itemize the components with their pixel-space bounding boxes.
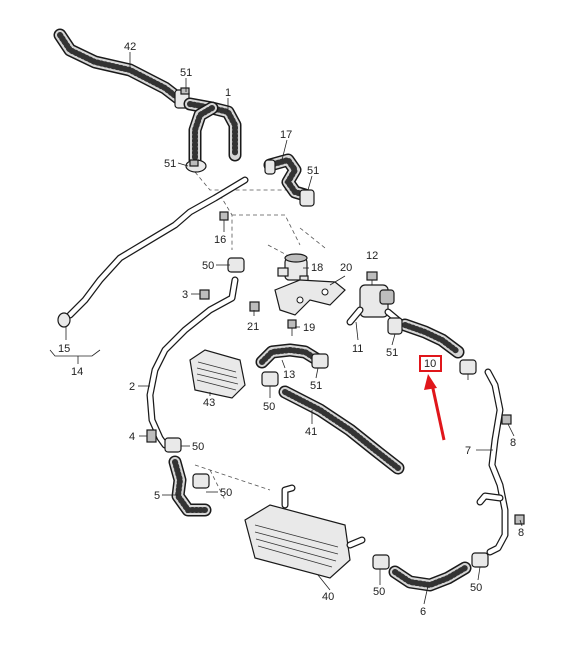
callout-labels: 42 51 1 17 51 51 16 50 18 20 12 3 21 19 … xyxy=(58,41,524,618)
callout-51: 51 xyxy=(310,380,322,392)
callout-5: 5 xyxy=(154,490,160,502)
callout-50: 50 xyxy=(470,582,482,594)
assembly-dash-lines xyxy=(194,171,326,501)
bolt-8-a xyxy=(501,414,512,425)
callout-11: 11 xyxy=(352,343,363,355)
hose-42 xyxy=(53,28,185,105)
callout-51: 51 xyxy=(164,158,176,170)
callout-51: 51 xyxy=(386,347,398,359)
pipe-2 xyxy=(146,276,239,449)
callout-10-highlight: 10 xyxy=(419,355,446,441)
hose-41 xyxy=(278,385,405,475)
callout-43: 43 xyxy=(203,397,215,409)
bolt-21 xyxy=(249,301,260,312)
hose-6 xyxy=(388,561,472,592)
bolt-4 xyxy=(146,429,157,443)
hose-13 xyxy=(255,343,325,369)
callout-10: 10 xyxy=(424,358,436,370)
cooler-40 xyxy=(244,484,366,579)
bolt-3 xyxy=(199,289,210,300)
callout-8: 8 xyxy=(510,437,516,449)
clamp-50-b xyxy=(164,437,182,453)
hose-10 xyxy=(398,318,465,359)
callout-19: 19 xyxy=(303,322,315,334)
callout-21: 21 xyxy=(247,321,259,333)
callout-16: 16 xyxy=(214,234,226,246)
callout-51: 51 xyxy=(307,165,319,177)
pipe-7 xyxy=(476,368,509,556)
bolt-8-b xyxy=(514,514,525,525)
clamp-51-c xyxy=(264,159,315,207)
clamp-51-d xyxy=(311,353,329,369)
y-hose-1 xyxy=(183,97,242,167)
clamp-50-d xyxy=(261,371,279,387)
red-arrow-shaft xyxy=(430,383,446,441)
callout-1: 1 xyxy=(225,87,231,99)
bolt-19 xyxy=(287,319,297,336)
callout-50: 50 xyxy=(373,586,385,598)
callout-40: 40 xyxy=(322,591,334,603)
callout-3: 3 xyxy=(182,289,188,301)
callout-6: 6 xyxy=(420,606,426,618)
clamp-50-c xyxy=(192,473,210,489)
callout-18: 18 xyxy=(311,262,323,274)
highlight-box xyxy=(419,355,442,372)
callout-14: 14 xyxy=(71,366,83,378)
clamp-50-f xyxy=(471,552,489,568)
leader-lines xyxy=(49,52,523,605)
clamp-51-b xyxy=(185,159,207,173)
heat-exchanger-43 xyxy=(189,349,246,399)
callout-7: 7 xyxy=(465,445,471,457)
clamp-50-g xyxy=(372,554,390,570)
callout-41: 41 xyxy=(305,426,317,438)
valve-11 xyxy=(346,284,404,326)
callout-2: 2 xyxy=(129,381,135,393)
callout-13: 13 xyxy=(283,369,295,381)
callout-50: 50 xyxy=(263,401,275,413)
callout-4: 4 xyxy=(129,431,135,443)
callout-42: 42 xyxy=(124,41,136,53)
callout-20: 20 xyxy=(340,262,352,274)
bracket-20 xyxy=(274,279,346,316)
callout-50: 50 xyxy=(202,260,214,272)
clamp-50-e xyxy=(459,359,477,375)
callout-50: 50 xyxy=(220,487,232,499)
clamp-50-a xyxy=(227,257,245,273)
red-arrow-head xyxy=(424,374,437,390)
callout-8: 8 xyxy=(518,527,524,539)
callout-15: 15 xyxy=(58,343,70,355)
hose-17 xyxy=(263,153,312,202)
hose-5 xyxy=(168,455,212,517)
callout-17: 17 xyxy=(280,129,292,141)
callout-50: 50 xyxy=(192,441,204,453)
callout-51: 51 xyxy=(180,67,192,79)
callout-12: 12 xyxy=(366,250,378,262)
pipe-14 xyxy=(66,176,249,319)
bolt-16 xyxy=(219,211,229,232)
clamp-51-e xyxy=(387,317,403,335)
o-ring-15 xyxy=(57,312,71,328)
